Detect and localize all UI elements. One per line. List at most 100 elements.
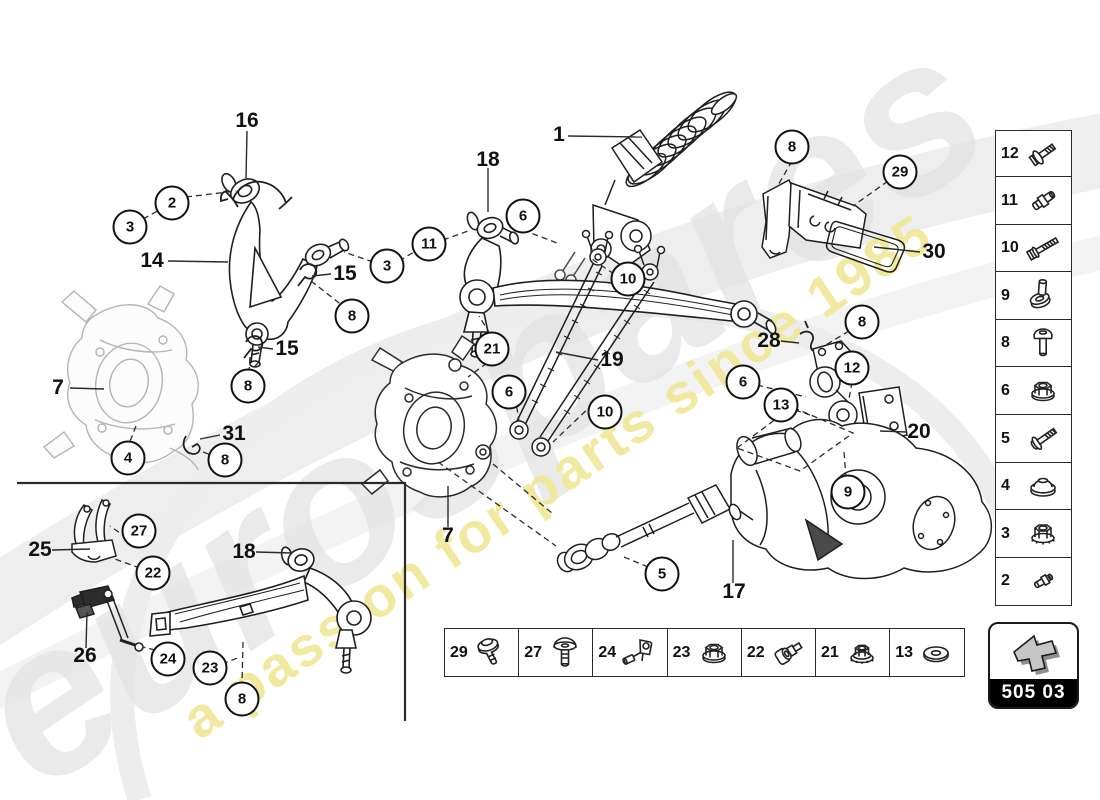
dome-flange-nut-icon [1023,466,1063,506]
callout-circle-6: 6 [505,198,541,234]
leader-lines [51,130,921,649]
hardware-item-number: 22 [746,643,765,661]
hardware-item-4: 4 [995,461,1072,511]
callout-circle-23: 23 [192,650,228,686]
hardware-item-5: 5 [995,413,1072,464]
hardware-sidebar: 12 11 10 9 8 6 5 4 3 2 [995,130,1072,606]
lock-nut-icon [1023,514,1063,554]
bracket-assembly [761,178,906,273]
callout-circle-8: 8 [334,298,370,334]
part-label-7: 7 [52,376,64,399]
pan-head-bolt-icon [1023,323,1063,363]
part-label-26: 26 [73,644,97,667]
hardware-item-number: 2 [1001,572,1010,590]
hardware-item-number: 13 [895,643,914,661]
callout-circle-27: 27 [121,513,157,549]
callout-circle-12: 12 [834,350,870,386]
part-label-14: 14 [140,249,164,272]
bolt-spacer-icon [1023,276,1063,316]
callout-circle-3: 3 [369,248,405,284]
part-label-20: 20 [907,420,931,443]
hardware-item-23: 23 [666,628,743,678]
callout-circle-6: 6 [491,374,527,410]
part-label-18: 18 [476,148,500,171]
hardware-item-number: 29 [450,643,468,661]
front-upper-arm [149,546,372,674]
left-knuckle-ghost [42,285,199,471]
callout-circle-10: 10 [610,261,646,297]
callout-circle-24: 24 [150,641,186,677]
sleeve-pin-icon [1023,181,1063,221]
part-label-15: 15 [333,262,357,285]
flange-nut-icon [694,633,734,673]
clip-16 [219,180,293,210]
hardware-item-number: 4 [1001,477,1010,495]
center-knuckle [360,334,498,498]
part-label-19: 19 [600,348,624,371]
hardware-item-12: 12 [995,130,1072,178]
retaining-clips [182,263,819,455]
callout-circle-13: 13 [763,387,799,423]
callout-circle-11: 11 [411,226,447,262]
retaining-bracket-icon [619,633,659,673]
callout-circle-22: 22 [135,555,171,591]
callout-circle-21: 21 [474,331,510,367]
round-head-screw-icon [545,633,585,673]
hardware-item-number: 27 [524,643,542,661]
hardware-item-number: 12 [1001,144,1019,162]
center-upper-wishbone [459,211,777,358]
part-label-30: 30 [922,240,946,263]
hardware-item-11: 11 [995,176,1072,226]
callout-circle-5: 5 [644,556,680,592]
hardware-item-number: 23 [672,643,691,661]
rear-upper-wishbone [221,172,350,368]
hex-bolt-washer-icon [1023,134,1063,174]
callout-circle-8: 8 [207,442,243,478]
callout-circle-6: 6 [725,364,761,400]
hardware-item-10: 10 [995,223,1072,273]
suspension-links [509,229,666,457]
callout-circle-8: 8 [844,304,880,340]
arrow-up-left-icon [990,624,1077,679]
hardware-item-22: 22 [740,628,817,678]
part-label-28: 28 [757,329,781,352]
washer-head-screw-icon [471,633,511,673]
callout-circle-2: 2 [154,185,190,221]
hardware-item-9: 9 [995,271,1072,321]
hardware-item-number: 5 [1001,429,1010,447]
diagram-code: 505 03 [990,679,1077,707]
flange-nut-icon [1023,371,1063,411]
callout-circle-8: 8 [774,129,810,165]
hardware-item-24: 24 [592,628,669,678]
hardware-item-13: 13 [889,628,966,678]
part-label-17: 17 [722,580,746,603]
callout-circle-8: 8 [230,368,266,404]
callout-circle-29: 29 [882,154,918,190]
hardware-item-number: 11 [1001,191,1018,209]
callout-circle-3: 3 [112,209,148,245]
callout-circle-9: 9 [830,474,866,510]
hardware-item-2: 2 [995,556,1072,606]
cup-washer-icon [916,633,956,673]
small-pin-icon [1023,561,1063,601]
part-label-16: 16 [235,109,259,132]
hardware-item-27: 27 [518,628,594,678]
flange-lock-nut-icon [842,633,882,673]
callout-circle-10: 10 [587,394,623,430]
hardware-item-number: 10 [1001,239,1019,257]
part-label-7: 7 [442,524,454,547]
washer-bolt-icon [1023,419,1063,459]
hardware-item-6: 6 [995,366,1072,416]
hardware-item-number: 6 [1001,381,1010,399]
hardware-item-number: 21 [821,643,839,661]
part-label-18: 18 [232,540,256,563]
hardware-item-number: 9 [1001,286,1010,304]
hardware-item-21: 21 [815,628,891,678]
ride-height-sensor [71,498,144,652]
hardware-item-number: 8 [1001,334,1010,352]
part-label-1: 1 [553,123,565,146]
part-label-25: 25 [28,538,52,561]
callout-circle-4: 4 [110,440,146,476]
